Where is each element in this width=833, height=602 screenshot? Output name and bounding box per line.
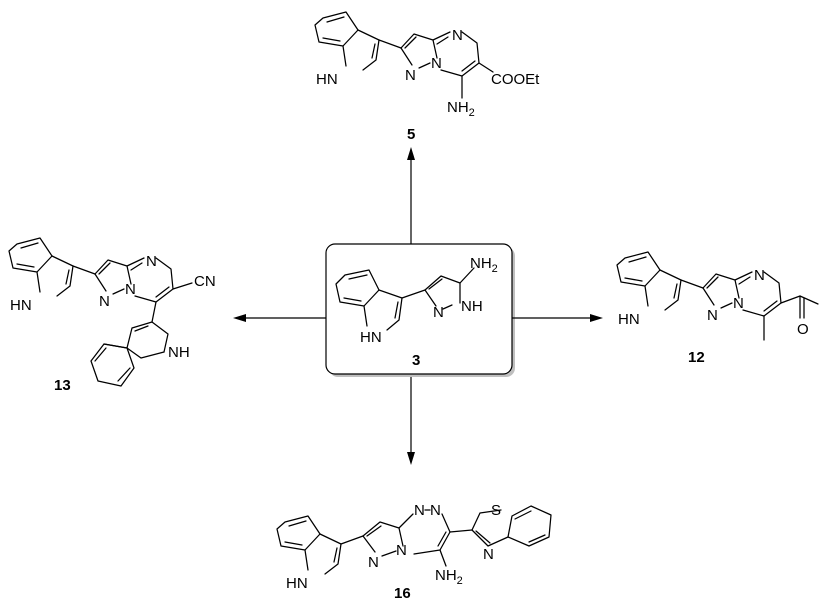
compound-13-nitrile: CN xyxy=(194,273,216,290)
compound-3-label: 3 xyxy=(412,352,420,369)
compound-3-amine: NH2 xyxy=(470,255,498,275)
compound-16-thiazole-n: N xyxy=(483,546,494,563)
compound-16-triazine-n2: N xyxy=(430,502,441,519)
compound-12-structure xyxy=(616,251,819,341)
compound-13-indole-nh: HN xyxy=(10,297,32,314)
arrow-to-5 xyxy=(407,147,415,244)
arrow-to-16 xyxy=(407,377,415,465)
compound-13-label: 13 xyxy=(54,377,71,394)
compound-5-bridge-n: N xyxy=(431,55,442,72)
compound-16-amine: NH2 xyxy=(435,567,463,587)
compound-5-ring-n: N xyxy=(452,27,463,44)
compound-3-pyrazole-nh: NH xyxy=(461,298,483,315)
compound-16-structure xyxy=(276,505,552,575)
compound-5-indole-nh: HN xyxy=(316,71,338,88)
compound-16-thiazole-s: S xyxy=(491,502,501,519)
compound-13-indole2-nh: NH xyxy=(168,344,190,361)
arrow-to-12 xyxy=(512,314,603,322)
compound-5-structure xyxy=(314,11,494,99)
compound-13-structure xyxy=(8,237,193,387)
compound-12-label: 12 xyxy=(688,349,705,366)
compound-16-bridge-n: N xyxy=(396,542,407,559)
arrow-to-13 xyxy=(233,314,326,322)
compound-3-box xyxy=(325,243,515,377)
compound-3-pyrazole-n: N xyxy=(433,304,444,321)
compound-5-pyrazole-n: N xyxy=(405,67,416,84)
compound-13-bridge-n: N xyxy=(125,281,136,298)
compound-13-pyrazole-n: N xyxy=(99,293,110,310)
compound-16-label: 16 xyxy=(394,585,411,602)
compound-16-indole-nh: HN xyxy=(286,575,308,592)
compound-5-label: 5 xyxy=(407,126,415,143)
compound-13-ring-n: N xyxy=(146,253,157,270)
compound-5-ester: COOEt xyxy=(491,71,540,88)
compound-3-indole-nh: HN xyxy=(360,329,382,346)
compound-12-indole-nh: HN xyxy=(618,311,640,328)
compound-5-amine: NH2 xyxy=(447,99,475,119)
compound-12-bridge-n: N xyxy=(733,295,744,312)
compound-12-ring-n: N xyxy=(754,267,765,284)
compound-12-pyrazole-n: N xyxy=(707,307,718,324)
compound-16-triazine-n1: N xyxy=(414,502,425,519)
compound-16-pyrazole-n: N xyxy=(368,554,379,571)
compound-12-carbonyl-o: O xyxy=(797,321,809,338)
